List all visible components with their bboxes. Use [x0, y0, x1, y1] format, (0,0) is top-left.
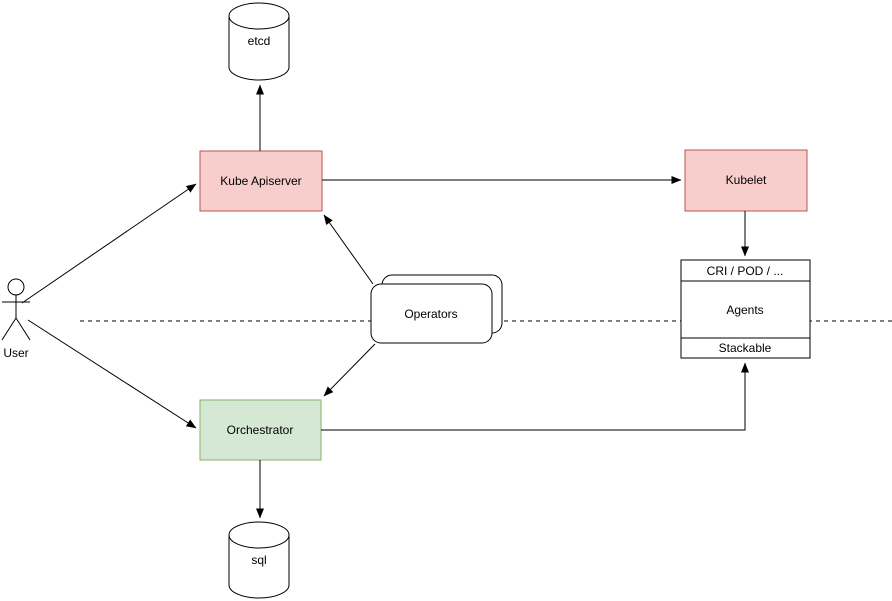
edge-operators-to-apiserver[interactable] [323, 214, 374, 285]
actor-right-leg [15, 317, 31, 341]
node-operators[interactable]: Operators [370, 274, 503, 344]
node-agents-stack[interactable]: CRI / POD / ... Agents Stackable [680, 259, 811, 359]
etcd-cylinder-shape[interactable] [228, 2, 290, 81]
orchestrator-label: Orchestrator [227, 423, 294, 437]
agents-label: Agents [726, 303, 763, 317]
node-etcd[interactable]: etcd [228, 2, 290, 81]
sql-label: sql [251, 553, 266, 567]
node-orchestrator[interactable]: Orchestrator [199, 399, 322, 461]
sql-cylinder-rim [228, 534, 290, 549]
cri-pod-label: CRI / POD / ... [707, 264, 784, 278]
node-kube-apiserver[interactable]: Kube Apiserver [199, 150, 323, 212]
kubelet-box[interactable] [684, 149, 808, 212]
stackable-label: Stackable [719, 341, 772, 355]
actor-head[interactable] [7, 278, 25, 296]
edge-operators-to-orchestrator[interactable] [323, 343, 376, 397]
kube-apiserver-label: Kube Apiserver [220, 174, 301, 188]
agents-stack-box[interactable] [680, 259, 811, 359]
edge-orchestrator-to-stackable[interactable] [321, 362, 749, 431]
kube-apiserver-box[interactable] [199, 150, 323, 212]
edge-user-to-orchestrator[interactable] [27, 319, 197, 429]
etcd-cylinder-rim [228, 15, 290, 30]
edge-user-to-apiserver[interactable] [21, 183, 197, 304]
operators-front-card[interactable] [370, 283, 493, 344]
etcd-label: etcd [248, 34, 271, 48]
actor-left-leg [1, 317, 17, 341]
user-label: User [3, 346, 28, 360]
operators-label: Operators [404, 307, 457, 321]
node-kubelet[interactable]: Kubelet [684, 149, 808, 212]
kubelet-label: Kubelet [726, 173, 767, 187]
sql-cylinder-shape[interactable] [228, 521, 290, 599]
node-user-actor[interactable]: User [1, 278, 31, 360]
node-sql[interactable]: sql [228, 521, 290, 599]
